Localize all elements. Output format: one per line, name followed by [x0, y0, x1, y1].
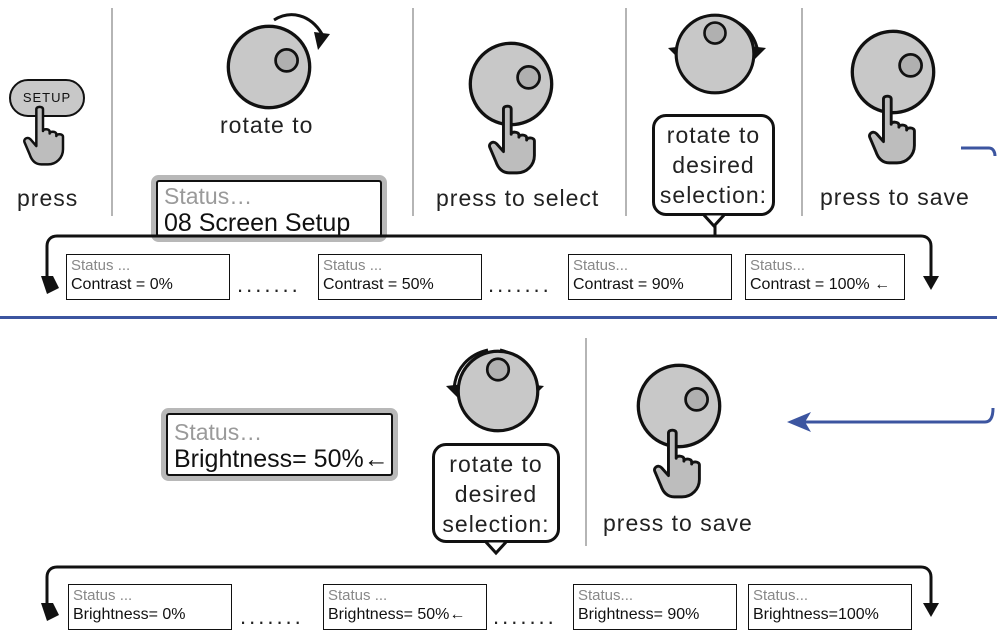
- back-arrow-icon: ←: [363, 445, 389, 473]
- rotate-arrows-icon: [273, 13, 330, 50]
- option-line2: Contrast = 0%: [71, 276, 173, 293]
- callout-line: rotate to: [449, 451, 543, 477]
- hand-press-icon: [23, 104, 73, 168]
- option-line2: Brightness= 90%: [578, 606, 700, 623]
- instruction-callout: rotate to desired selection:: [652, 114, 775, 216]
- flow-arrow-icon: [787, 407, 995, 432]
- callout-line: desired: [454, 481, 538, 507]
- display-line1: Status…: [174, 419, 263, 445]
- hand-press-icon: [488, 104, 546, 176]
- ellipsis: .......: [488, 272, 552, 297]
- divider: [585, 338, 587, 546]
- divider: [111, 8, 113, 216]
- divider: [625, 8, 627, 216]
- option-display[interactable]: Status... Brightness= 90%: [573, 584, 737, 630]
- step-label-press-to-save: press to save: [820, 184, 970, 210]
- option-line2: Contrast = 100%: [750, 276, 870, 293]
- ellipsis: .......: [493, 604, 557, 629]
- option-line2: Brightness= 50%: [328, 606, 450, 623]
- ellipsis: .......: [237, 272, 301, 297]
- step-label-rotate-to: rotate to: [220, 112, 314, 138]
- option-display-selected[interactable]: Status ... Brightness= 50%←: [323, 584, 487, 630]
- hand-press-icon: [868, 94, 926, 166]
- divider: [412, 8, 414, 216]
- back-arrow-icon: ←: [874, 276, 891, 293]
- callout-line: desired: [672, 152, 755, 178]
- knob-icon[interactable]: [455, 348, 541, 434]
- display-line2: 08 Screen Setup: [164, 209, 351, 237]
- option-line2-wrap: Contrast = 100% ←: [750, 275, 900, 294]
- step-label-press-to-save: press to save: [603, 510, 753, 536]
- option-display[interactable]: Status... Contrast = 90%: [568, 254, 732, 300]
- option-line1: Status...: [573, 257, 629, 274]
- option-display[interactable]: Status ... Contrast = 0%: [66, 254, 230, 300]
- ellipsis: .......: [240, 604, 304, 629]
- instruction-callout: rotate to desired selection:: [432, 443, 560, 543]
- option-line1: Status ...: [328, 587, 388, 604]
- option-line2: Brightness= 0%: [73, 606, 186, 623]
- display-line2: Brightness= 50%: [174, 445, 364, 473]
- option-line2-wrap: Brightness= 50%←: [328, 605, 482, 624]
- callout-line: selection:: [442, 511, 550, 537]
- callout-pointer: [703, 214, 725, 229]
- step-label-press-to-select: press to select: [436, 185, 600, 211]
- options-bracket: [41, 565, 939, 621]
- options-bracket: [41, 220, 939, 294]
- option-display[interactable]: Status... Brightness=100%: [748, 584, 912, 630]
- option-display[interactable]: Status ... Brightness= 0%: [68, 584, 232, 630]
- knob-icon[interactable]: [673, 12, 757, 96]
- option-line2: Contrast = 50%: [323, 276, 434, 293]
- flow-connector: [961, 146, 997, 157]
- option-line1: Status ...: [71, 257, 131, 274]
- callout-line: selection:: [659, 182, 768, 208]
- callout-line: rotate to: [666, 122, 761, 148]
- option-line1: Status...: [578, 587, 634, 604]
- option-line1: Status...: [753, 587, 809, 604]
- divider: [801, 8, 803, 216]
- display-line1: Status…: [164, 183, 253, 209]
- knob-icon[interactable]: [225, 23, 313, 111]
- option-line1: Status...: [750, 257, 806, 274]
- option-line1: Status ...: [73, 587, 133, 604]
- menu-display: Status… 08 Screen Setup: [156, 180, 382, 237]
- display-line2-wrap: Brightness= 50%←: [174, 445, 389, 473]
- section-separator: [0, 316, 997, 319]
- option-line2: Contrast = 90%: [573, 276, 684, 293]
- setup-button-label: SETUP: [22, 90, 72, 105]
- back-arrow-icon: ←: [449, 606, 466, 623]
- hand-press-icon: [653, 428, 711, 500]
- setup-button[interactable]: SETUP: [9, 79, 85, 117]
- brightness-display: Status… Brightness= 50%←: [166, 413, 393, 476]
- option-display[interactable]: Status ... Contrast = 50%: [318, 254, 482, 300]
- option-line2: Brightness=100%: [753, 606, 879, 623]
- step-label-press: press: [17, 185, 79, 211]
- option-display-selected[interactable]: Status... Contrast = 100% ←: [745, 254, 905, 300]
- callout-pointer: [485, 541, 507, 556]
- option-line1: Status ...: [323, 257, 383, 274]
